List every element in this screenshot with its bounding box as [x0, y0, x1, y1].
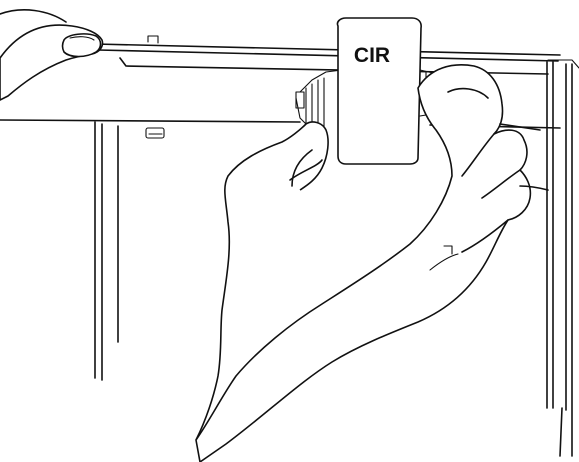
base-lines [559, 407, 563, 457]
left-hand-top [0, 9, 104, 101]
right-hand [195, 64, 549, 462]
filter-label: CIR [354, 44, 390, 67]
left-hand-bottom [195, 121, 329, 441]
